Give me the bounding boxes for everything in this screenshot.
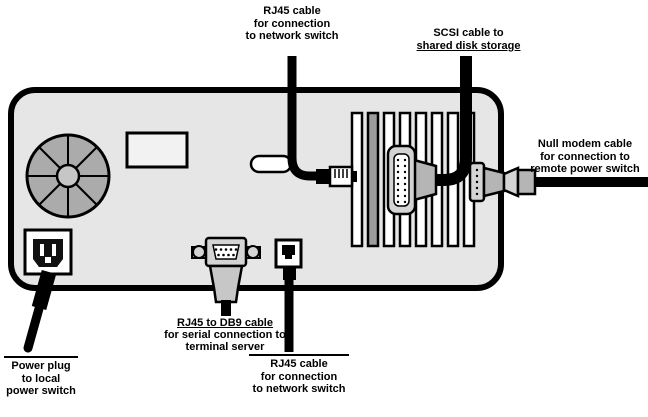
null-modem-pins [475,168,479,196]
label-line: for connection [260,370,338,383]
label-line: to network switch [245,30,339,42]
scsi-backshell [412,158,438,202]
null-modem-backshell [482,166,506,198]
label-power-plug: Power plug to local power switch [4,356,78,398]
label-rj45-cable-bottom: RJ45 cable for connection to network swi… [249,354,349,396]
label-rj45-db9-cable: RJ45 to DB9 cable for serial connection … [145,317,305,353]
null-modem-plug [502,166,520,198]
label-line: Null modem cable [537,138,633,150]
expansion-slot-occupied [366,111,380,248]
label-rj45-cable-top: RJ45 cable for connection to network swi… [234,5,350,43]
label-line: to network switch [252,383,346,395]
rj45-port-bottom [274,238,303,352]
db9-screw-left [192,245,206,259]
rj45-cable-top [287,56,322,181]
label-scsi-cable: SCSI cable to shared disk storage [396,27,541,52]
db9-serial-connector [191,236,261,316]
power-cord [23,300,45,353]
label-line: for serial connection to [164,329,286,341]
label-line: power switch [6,385,76,397]
label-line: to local [21,372,61,385]
db9-pins [214,248,238,257]
label-line: for connection to [540,150,630,163]
label-line: SCSI cable to [433,27,504,39]
null-modem-plug-body [516,168,537,196]
label-line: shared disk storage [416,39,521,52]
power-inlet [23,228,73,276]
db9-pin-field [212,244,240,260]
null-modem-assembly [468,161,648,203]
db9-backshell [208,264,244,304]
scsi-pin-field [393,153,410,207]
label-line: Power plug [11,360,71,372]
label-line: remote power switch [530,163,640,175]
scsi-pins [396,158,407,204]
rj45-plug-tip [352,171,357,182]
chassis-panel [125,131,189,169]
cooling-fan-icon [25,133,111,219]
label-line: terminal server [185,341,265,353]
rj45-top-assembly [287,56,357,188]
rj45-port-opening [282,245,295,259]
label-line: for connection [253,17,331,30]
label-line: RJ45 cable [270,358,328,370]
label-line: RJ45 to DB9 cable [177,317,273,329]
rj45-plug-boot [316,169,330,184]
rj45-plug-body [328,165,354,188]
label-line: RJ45 cable [263,5,321,17]
power-cable [23,269,57,353]
rj45-plug-contacts [334,169,348,178]
chassis-handle [249,154,293,174]
db9-screw-right [246,245,260,259]
scsi-cable [428,56,472,186]
label-null-modem-cable: Null modem cable for connection to remot… [524,138,646,176]
scsi-connector-assembly [386,56,472,216]
